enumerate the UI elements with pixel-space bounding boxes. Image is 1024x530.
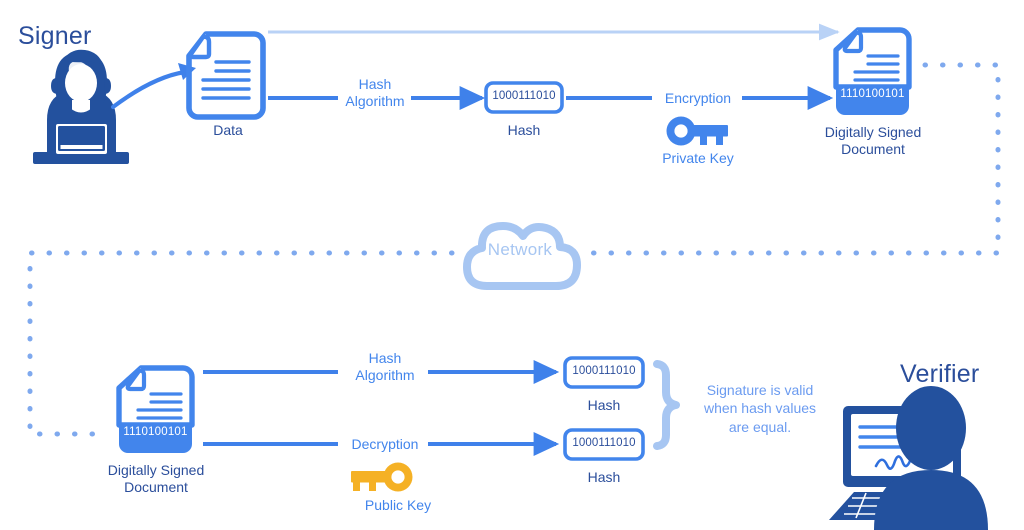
network-label: Network bbox=[487, 240, 553, 259]
hash-box-verify-top bbox=[563, 356, 645, 389]
decryption-label: Decryption bbox=[351, 436, 419, 452]
public-key-label: Public Key bbox=[364, 497, 432, 513]
signer-title: Signer bbox=[18, 22, 92, 50]
private-key-label: Private Key bbox=[662, 150, 734, 166]
comparison-brace bbox=[653, 360, 680, 450]
hash-value-verify-top: 1000111010 bbox=[572, 365, 636, 377]
hash-value-top: 1000111010 bbox=[492, 90, 556, 102]
hash-box-top bbox=[484, 81, 564, 114]
signed-doc-value-top: 1110100101 bbox=[840, 88, 905, 100]
signed-doc-caption-bottom: Digitally Signed Document bbox=[107, 462, 205, 495]
data-document-icon bbox=[186, 31, 266, 120]
network-cloud-icon bbox=[463, 222, 581, 290]
validity-note: Signature is valid when hash values are … bbox=[703, 382, 817, 435]
public-key-icon bbox=[351, 462, 413, 492]
network-dotted-path-upper bbox=[587, 62, 1001, 256]
signed-doc-caption-top: Digitally Signed Document bbox=[824, 124, 922, 157]
signer-to-data-arrow bbox=[110, 63, 196, 110]
verifier-title: Verifier bbox=[900, 360, 980, 388]
hash-box-verify-bottom bbox=[563, 428, 645, 461]
hash-caption-verify-top: Hash bbox=[587, 397, 621, 413]
signer-person-icon bbox=[33, 49, 129, 164]
verifier-person-icon bbox=[829, 386, 988, 530]
hash-algorithm-label-top: Hash Algorithm bbox=[345, 76, 405, 109]
encryption-label: Encryption bbox=[664, 90, 732, 106]
hash-value-verify-bottom: 1000111010 bbox=[572, 437, 636, 449]
data-caption: Data bbox=[213, 122, 243, 138]
signed-document-icon-top bbox=[833, 27, 912, 115]
hash-algorithm-label-bottom: Hash Algorithm bbox=[355, 350, 415, 383]
hash-caption-top: Hash bbox=[507, 122, 541, 138]
signed-doc-value-bottom: 1110100101 bbox=[123, 426, 188, 438]
hash-caption-verify-bottom: Hash bbox=[587, 469, 621, 485]
signed-document-icon-bottom bbox=[116, 365, 195, 453]
network-dotted-path-lower bbox=[27, 250, 455, 437]
private-key-icon bbox=[666, 116, 728, 146]
